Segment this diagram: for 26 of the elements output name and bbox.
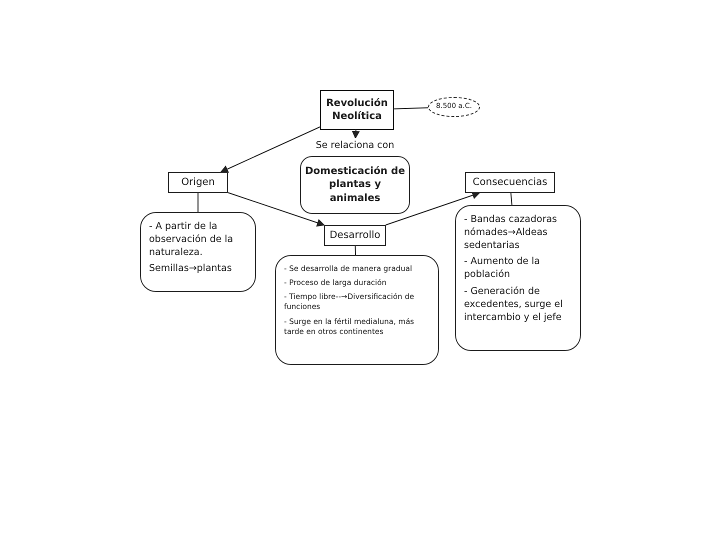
node-text: Desarrollo [330,228,380,242]
description-box [275,255,439,365]
concept-box [300,156,410,214]
node-text: - Generación de excedentes, surge el intercambio y el jefe [464,286,564,324]
node-text: - Aumento de la población [464,256,541,282]
arrow [352,130,360,139]
node-text: Consecuencias [472,176,548,190]
heading-box [168,172,228,193]
node-text: Origen [181,176,215,190]
node-text: Semillas→plantas [149,263,232,276]
arrow [220,126,320,173]
description-box [140,212,256,292]
node-text: Revolución Neolítica [325,96,389,124]
heading-box [324,225,386,246]
connector-line [394,107,428,110]
connector-line [510,192,512,206]
title-box [320,90,394,130]
node-text: Se relaciona con [316,140,394,152]
heading-box [465,172,555,193]
arrow [385,191,480,226]
connector-line [354,246,356,256]
arrow [228,192,325,227]
node-text: - A partir de la observación de la naturaleza. [149,221,234,260]
description-box [455,205,581,351]
node-text: Domesticación de plantas y animales [305,164,405,206]
node-text: - Bandas cazadoras nómades→Aldeas sedentarias [464,214,558,252]
